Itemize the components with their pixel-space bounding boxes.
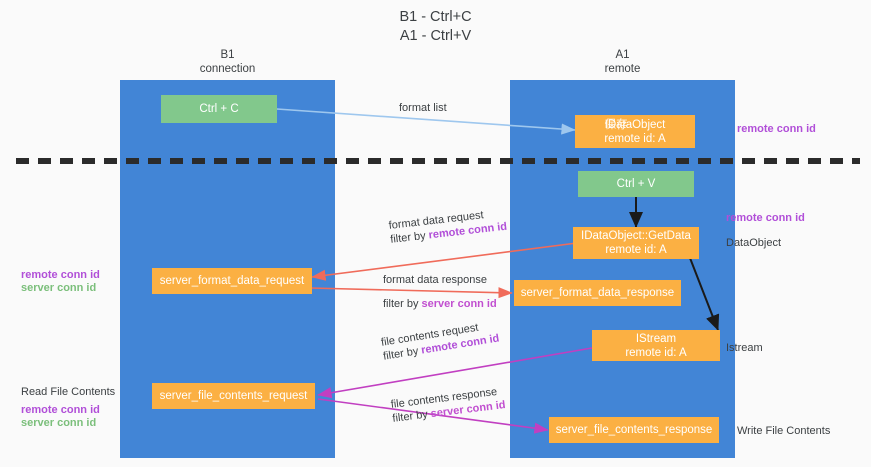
edge-format-list bbox=[276, 108, 576, 135]
annotation-left-read-file-contents: Read File Contents bbox=[21, 386, 116, 398]
column-header-b1: B1 connection bbox=[120, 48, 335, 76]
node-ctrl-c-label: Ctrl + C bbox=[199, 103, 239, 115]
node-istream-line1: IStream bbox=[635, 332, 677, 345]
node-server-format-data-request[interactable]: server_format_data_request bbox=[152, 268, 312, 294]
edge-label-format-data-response-key: server conn id bbox=[421, 298, 497, 310]
node-server-file-contents-response[interactable]: server_file_contents_response bbox=[549, 417, 719, 443]
annotation-right-dataobject: DataObject bbox=[726, 237, 782, 249]
annotation-left-mid-server-conn-id: server conn id bbox=[21, 282, 97, 294]
node-server-file-contents-request[interactable]: server_file_contents_request bbox=[152, 383, 315, 409]
annotation-left-bot-remote-conn-id: remote conn id bbox=[21, 404, 100, 416]
annotation-right-write-file-contents: Write File Contents bbox=[737, 425, 831, 437]
annotation-left-mid-remote-conn-id: remote conn id bbox=[21, 269, 100, 281]
edge-label-format-data-response-line1: format data response bbox=[383, 274, 487, 286]
edge-file-contents-response bbox=[317, 398, 549, 434]
node-istream-line2: remote id: A bbox=[625, 346, 687, 359]
title-line-2: A1 - Ctrl+V bbox=[399, 28, 472, 44]
edge-label-format-list-line1: format list bbox=[399, 102, 447, 114]
node-getdata-line1: IDataObject::GetData bbox=[581, 230, 691, 242]
column-header-a1: A1 remote bbox=[510, 48, 735, 76]
node-server-format-data-request-label: server_format_data_request bbox=[159, 275, 305, 287]
node-istream[interactable]: IStream remote id: A bbox=[592, 330, 720, 361]
column-header-b1-name: B1 bbox=[220, 49, 235, 61]
node-server-file-contents-request-label: server_file_contents_request bbox=[159, 390, 308, 402]
node-idataobject-overlap-glyph: 保存 bbox=[604, 118, 628, 131]
edge-label-format-list: format list bbox=[399, 101, 447, 115]
annotation-right-istream: Istream bbox=[726, 342, 763, 354]
column-header-a1-name: A1 bbox=[615, 49, 630, 61]
edge-file-contents-request bbox=[317, 347, 593, 399]
node-getdata-line2: remote id: A bbox=[605, 244, 667, 256]
edge-label-format-data-response-prefix: filter by bbox=[383, 298, 422, 310]
node-ctrl-c[interactable]: Ctrl + C bbox=[161, 95, 277, 123]
node-server-file-contents-response-label: server_file_contents_response bbox=[555, 424, 713, 436]
node-server-format-data-response-label: server_format_data_response bbox=[520, 287, 675, 299]
edge-label-format-data-response: format data response filter by server co… bbox=[383, 273, 497, 311]
annotation-right-mid-remote-conn-id: remote conn id bbox=[726, 212, 805, 224]
title-line-1: B1 - Ctrl+C bbox=[399, 9, 472, 25]
node-getdata[interactable]: IDataObject::GetData remote id: A bbox=[573, 227, 699, 259]
column-header-a1-role: remote bbox=[604, 63, 641, 75]
edge-label-format-data-response-line2: filter by server conn id bbox=[383, 297, 497, 311]
node-ctrl-v[interactable]: Ctrl + V bbox=[578, 171, 694, 197]
node-idataobject[interactable]: 保存 IDataObject remote id: A bbox=[575, 115, 695, 148]
edge-format-data-request bbox=[311, 242, 578, 281]
edge-format-data-response bbox=[309, 287, 513, 299]
node-idataobject-name: IDataObject bbox=[604, 118, 666, 131]
column-header-b1-role: connection bbox=[199, 63, 256, 75]
annotation-left-bot-server-conn-id: server conn id bbox=[21, 417, 97, 429]
node-idataobject-line2: remote id: A bbox=[604, 132, 666, 145]
annotation-right-top-remote-conn-id: remote conn id bbox=[737, 123, 816, 135]
edge-getdata-istream bbox=[689, 257, 720, 331]
node-server-format-data-response[interactable]: server_format_data_response bbox=[514, 280, 681, 306]
node-ctrl-v-label: Ctrl + V bbox=[616, 178, 656, 190]
page-title: B1 - Ctrl+C A1 - Ctrl+V bbox=[0, 8, 871, 46]
node-idataobject-line1: 保存 IDataObject bbox=[605, 118, 666, 132]
